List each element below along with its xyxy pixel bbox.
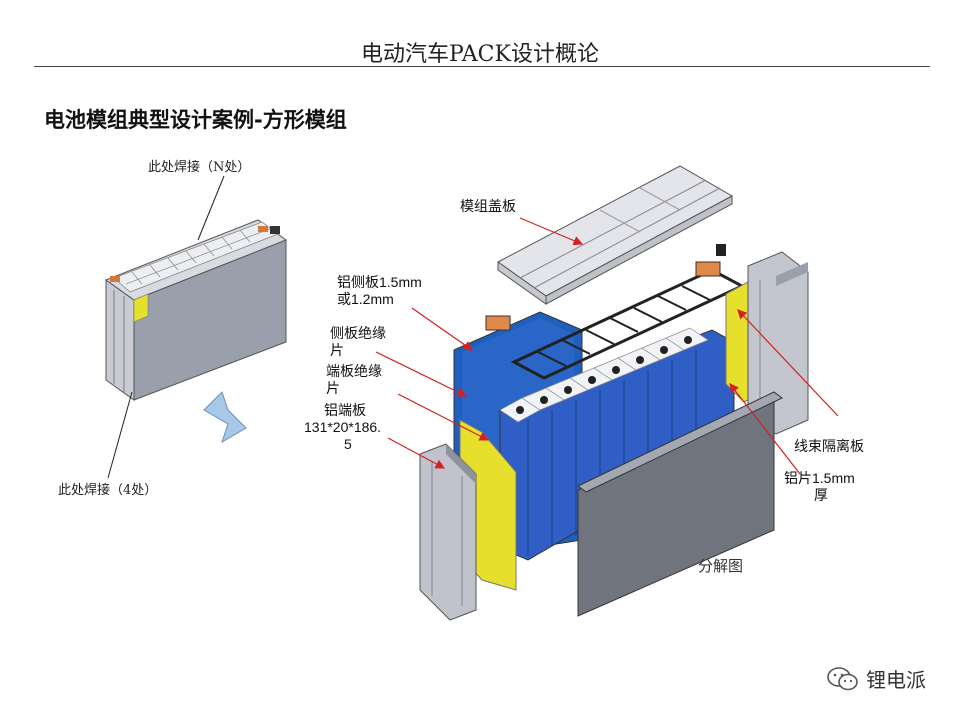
harness-isolation-label: 线束隔离板 <box>794 438 864 454</box>
aluminum-side-sheet <box>577 391 783 617</box>
al-side-plate-label: 铝侧板1.5mm 或1.2mm <box>337 274 422 308</box>
page-header-title: 电动汽车PACK设计概论 <box>361 42 599 67</box>
wechat-icon <box>827 666 858 690</box>
assembled-module <box>104 175 288 479</box>
al-sheet-line-2: 厚 <box>814 487 828 503</box>
end-insulation-label: 端板绝缘 片 <box>326 363 382 397</box>
header-divider <box>34 66 930 67</box>
al-end-plate-line-1: 铝端板 <box>324 402 366 418</box>
weld-top-label: 此处焊接（N处） <box>148 160 251 175</box>
al-end-plate-line-3: 5 <box>344 436 352 452</box>
side-insulation-label: 侧板绝缘 片 <box>330 325 386 359</box>
al-end-plate-label: 铝端板 131*20*186. 5 <box>304 402 381 453</box>
transition-arrow <box>203 391 247 444</box>
exploded-module <box>375 165 839 621</box>
watermark: 锂电派 <box>826 664 926 693</box>
exploded-view-caption: 分解图 <box>698 558 744 575</box>
cover-plate-label: 模组盖板 <box>460 198 516 214</box>
al-sheet-label: 铝片1.5mm 厚 <box>784 470 855 504</box>
cell-stack <box>499 327 735 561</box>
al-end-plate-line-2: 131*20*186. <box>304 419 382 435</box>
module-cover-plate <box>497 165 734 305</box>
callout-arrows <box>375 217 839 475</box>
weld-bottom-label: 此处焊接（4处） <box>58 483 158 498</box>
al-side-plate-line-1: 铝侧板1.5mm <box>337 274 422 290</box>
watermark-text: 锂电派 <box>866 668 926 692</box>
end-insulation-line-1: 端板绝缘 <box>326 363 382 379</box>
aluminum-end-plate <box>419 443 477 621</box>
slide-subtitle: 电池模组典型设计案例-方形模组 <box>44 108 347 132</box>
side-insulation-line-2: 片 <box>330 342 344 358</box>
al-side-plate-line-2: 或1.2mm <box>337 291 394 307</box>
side-insulation-line-1: 侧板绝缘 <box>330 325 386 341</box>
al-sheet-line-1: 铝片1.5mm <box>784 470 855 486</box>
end-insulation-line-2: 片 <box>326 380 340 396</box>
